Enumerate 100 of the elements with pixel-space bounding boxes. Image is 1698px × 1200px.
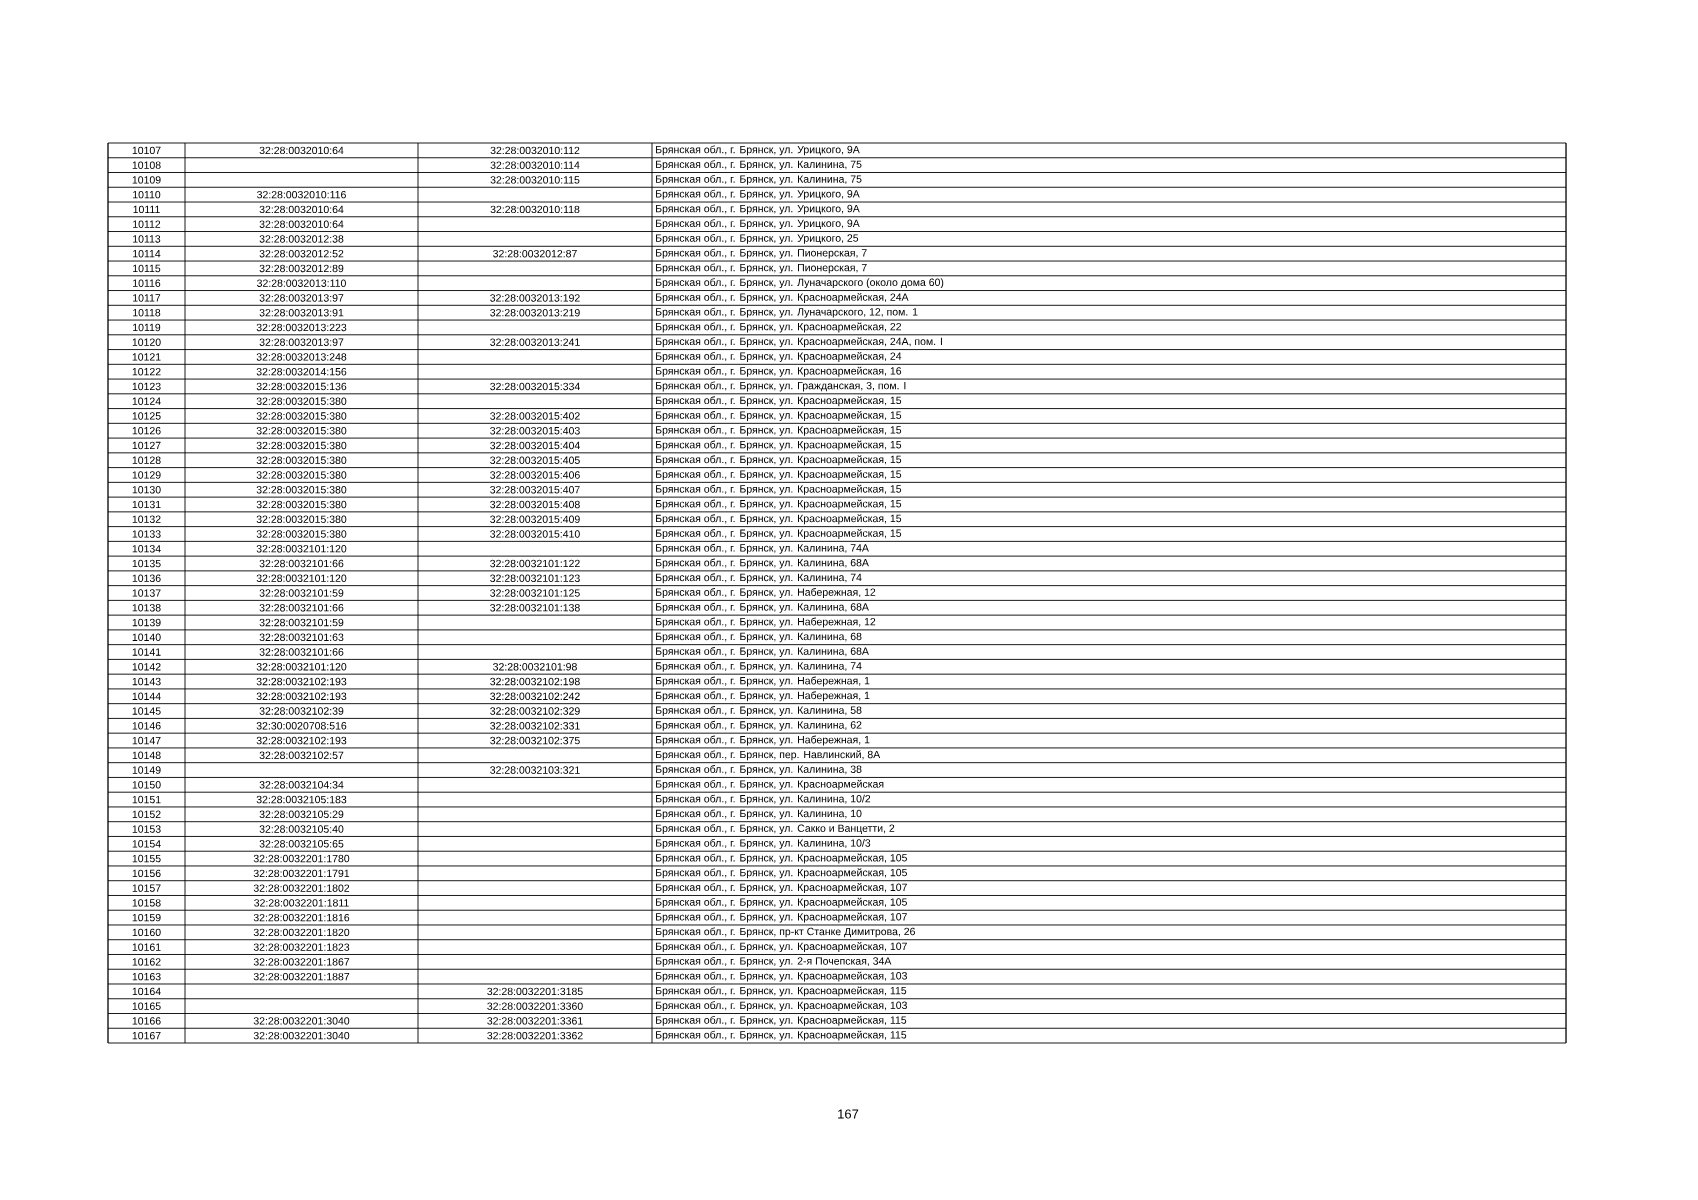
row-number: 10143 (132, 677, 161, 686)
cadastral-number: 32:28:0032101:63 (259, 633, 344, 641)
cadastral-number: 32:28:0032010:64 (259, 146, 344, 155)
address-text: Брянская обл., г. Брянск, ул. Калинина, 68А (656, 602, 869, 613)
address-text: Брянская обл., г. Брянск, ул. Набережная, 1 (656, 691, 870, 702)
address-text: Брянская обл., г. Брянск, ул. Красноармейская, 24А (656, 292, 909, 303)
cadastral-number: 32:28:0032105:29 (259, 810, 344, 819)
address-text: Брянская обл., г. Брянск, ул. Красноармейская, 107 (656, 883, 907, 894)
cadastral-number: 32:28:0032015:402 (490, 412, 580, 420)
cadastral-number: 32:28:0032013:91 (259, 308, 344, 317)
address-text: Брянская обл., г. Брянск, ул. Красноармейская, 15 (656, 529, 902, 539)
address-text: Брянская обл., г. Брянск, ул. Красноармейская (656, 779, 884, 790)
cadastral-number: 32:28:0032015:380 (256, 486, 347, 494)
address-text: Брянская обл., г. Брянск, ул. Красноармейская, 15 (656, 484, 902, 495)
address-text: Брянская обл., г. Брянск, ул. Калинина, 75 (656, 174, 862, 185)
cadastral-number: 32:28:0032101:59 (259, 618, 344, 627)
cadastral-number: 32:28:0032010:116 (257, 190, 346, 199)
address-text: Брянская обл., г. Брянск, ул. Калинина, 38 (656, 765, 862, 775)
row-number: 10165 (132, 1002, 161, 1010)
cadastral-number: 32:28:0032101:120 (256, 574, 347, 582)
row-number: 10135 (132, 559, 161, 568)
address-text: Брянская обл., г. Брянск, ул. Красноармейская, 22 (656, 322, 902, 333)
cadastral-number: 32:28:0032015:408 (490, 500, 580, 509)
cadastral-number: 32:28:0032014:156 (256, 368, 347, 376)
row-number: 10141 (132, 648, 161, 656)
address-text: Брянская обл., г. Брянск, ул. Урицкого, 9А (656, 145, 860, 156)
row-number: 10125 (132, 412, 161, 420)
cadastral-number: 32:28:0032104:34 (259, 781, 344, 789)
address-text: Брянская обл., г. Брянск, ул. Красноармейская, 15 (656, 396, 902, 407)
address-text: Брянская обл., г. Брянск, ул. Красноармейская, 15 (656, 440, 902, 451)
row-number: 10147 (132, 736, 161, 745)
cadastral-number: 32:28:0032015:380 (256, 427, 347, 435)
address-text: Брянская обл., г. Брянск, ул. Калинина, 58 (656, 706, 862, 716)
row-number: 10112 (133, 220, 161, 228)
address-text: Брянская обл., г. Брянск, ул. Урицкого, 9А (656, 219, 860, 230)
cadastral-number: 32:28:0032012:89 (259, 264, 344, 273)
row-number: 10108 (132, 161, 161, 169)
row-number: 10107 (132, 146, 161, 155)
address-text: Брянская обл., г. Брянск, ул. Красноармейская, 105 (656, 853, 907, 864)
cadastral-number: 32:28:0032102:375 (490, 736, 580, 745)
cadastral-number: 32:28:0032101:125 (490, 589, 580, 597)
address-text: Брянская обл., г. Брянск, ул. Калинина, 62 (656, 720, 862, 731)
cadastral-number: 32:28:0032015:380 (256, 530, 347, 538)
cadastral-number: 32:28:0032015:380 (256, 441, 347, 450)
cadastral-number: 32:28:0032201:3040 (253, 1031, 350, 1040)
row-number: 10162 (132, 958, 161, 966)
address-text: Брянская обл., г. Брянск, ул. Пионерская, 7 (656, 248, 867, 259)
cadastral-number: 32:28:0032101:120 (256, 663, 347, 671)
row-number: 10127 (132, 441, 161, 450)
address-text: Брянская обл., г. Брянск, ул. Красноармейская, 115 (656, 1030, 907, 1041)
cadastral-number: 32:28:0032013:241 (490, 338, 580, 346)
row-number: 10158 (132, 899, 161, 907)
row-number: 10136 (132, 574, 161, 582)
cadastral-number: 32:28:0032201:1867 (253, 958, 350, 966)
row-number: 10156 (132, 869, 161, 878)
cadastral-number: 32:28:0032010:118 (490, 205, 580, 214)
address-text: Брянская обл., г. Брянск, пр-кт Станке Димитрова, 26 (656, 927, 915, 938)
cadastral-number: 32:28:0032201:3185 (487, 987, 583, 996)
address-text: Брянская обл., г. Брянск, ул. Красноармейская, 24А, пом. I (656, 337, 942, 348)
cadastral-number: 32:28:0032015:405 (490, 456, 580, 464)
row-number: 10123 (132, 382, 161, 391)
row-number: 10146 (132, 722, 161, 730)
row-number: 10144 (132, 692, 161, 700)
address-text: Брянская обл., г. Брянск, ул. Гражданская, 3, пом. I (656, 381, 906, 392)
address-text: Брянская обл., г. Брянск, ул. Луначарского (около дома 60) (656, 278, 944, 289)
address-text: Брянская обл., г. Брянск, ул. Сакко и Ванцетти, 2 (656, 824, 895, 834)
address-text: Брянская обл., г. Брянск, ул. Набережная, 12 (656, 588, 876, 598)
cadastral-number: 32:28:0032102:242 (490, 692, 580, 700)
row-number: 10140 (132, 633, 161, 641)
cadastral-number: 32:28:0032013:223 (256, 323, 347, 332)
cadastral-number: 32:28:0032101:66 (259, 604, 344, 612)
cadastral-number: 32:28:0032102:193 (256, 736, 347, 745)
row-number: 10166 (132, 1017, 161, 1025)
cadastral-number: 32:28:0032102:198 (490, 677, 580, 686)
row-number: 10152 (132, 810, 161, 819)
cadastral-number: 32:28:0032102:39 (259, 707, 344, 715)
cadastral-number: 32:28:0032013:248 (256, 353, 347, 361)
cadastral-number: 32:28:0032013:97 (259, 294, 344, 302)
address-text: Брянская обл., г. Брянск, ул. Красноармейская, 15 (656, 514, 902, 525)
row-number: 10114 (133, 249, 161, 258)
row-number: 10119 (133, 323, 161, 332)
row-number: 10137 (132, 589, 161, 597)
cadastral-number: 32:28:0032010:64 (259, 220, 344, 228)
cadastral-number: 32:28:0032201:1780 (253, 854, 350, 863)
cadastral-number: 32:28:0032015:404 (490, 441, 580, 450)
cadastral-number: 32:28:0032201:1811 (254, 899, 349, 907)
address-text: Брянская обл., г. Брянск, ул. Калинина, 75 (656, 160, 862, 171)
cadastral-number: 32:28:0032102:331 (490, 722, 580, 730)
address-text: Брянская обл., г. Брянск, ул. Красноармейская, 15 (656, 470, 902, 480)
row-number: 10118 (133, 308, 161, 317)
cadastral-number: 32:28:0032013:219 (490, 308, 580, 317)
address-text: Брянская обл., г. Брянск, ул. Красноармейская, 15 (656, 455, 902, 466)
row-number: 10164 (132, 987, 161, 996)
address-text: Брянская обл., г. Брянск, ул. Красноармейская, 103 (656, 1001, 907, 1012)
cadastral-number: 32:28:0032015:410 (490, 530, 580, 538)
row-number: 10149 (132, 766, 161, 774)
address-text: Брянская обл., г. Брянск, ул. Красноармейская, 15 (656, 425, 902, 436)
address-text: Брянская обл., г. Брянск, ул. Красноармейская, 105 (656, 868, 907, 879)
address-text: Брянская обл., г. Брянск, ул. Калинина, 68 (656, 632, 862, 643)
row-number: 10109 (132, 176, 161, 184)
